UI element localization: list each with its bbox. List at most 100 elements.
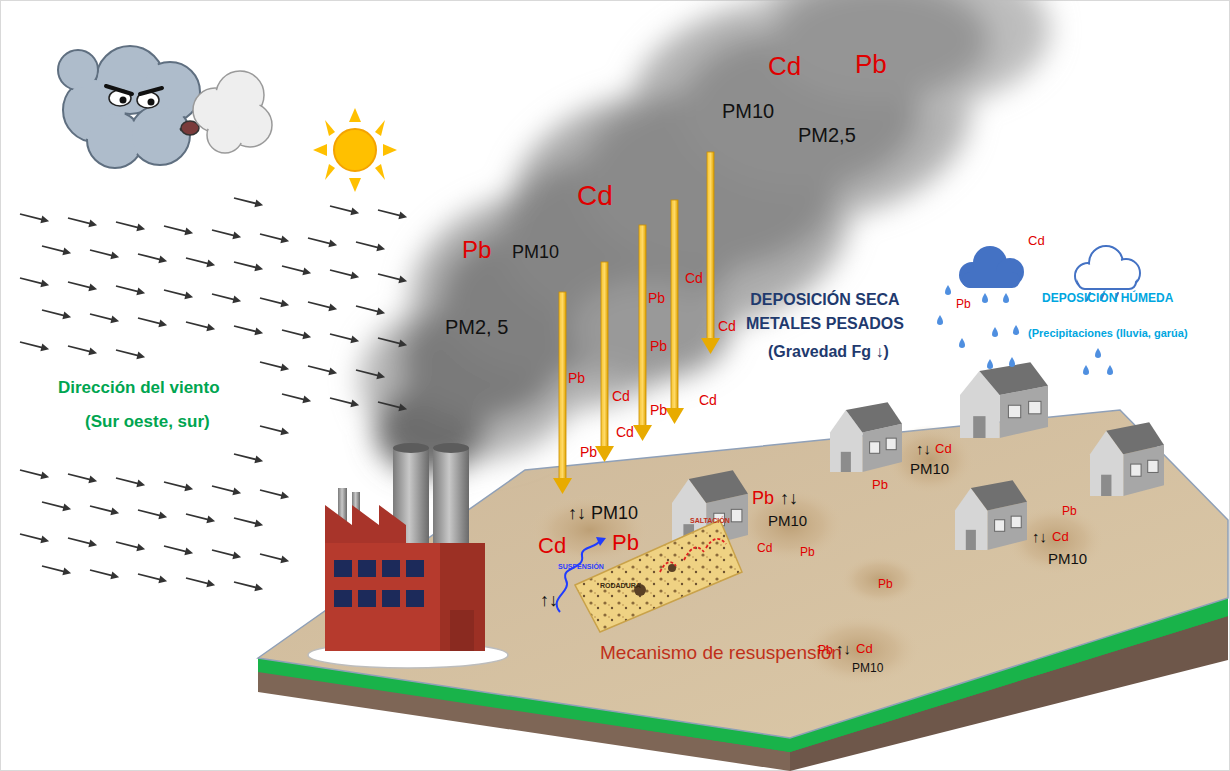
wind-arrow: [137, 314, 168, 329]
wind-arrow: [89, 566, 120, 581]
wind-arrow: [281, 326, 312, 341]
wind-arrow: [185, 510, 216, 525]
wind-label: (Sur oeste, sur): [85, 412, 210, 432]
wind-arrow: [163, 222, 194, 237]
wind-arrow: [281, 262, 312, 277]
wind-label: Dirección del viento: [58, 378, 220, 398]
house-icon: [960, 362, 1048, 438]
rain-drop: [992, 327, 998, 337]
flux-symbol: ↑↓: [916, 440, 931, 457]
rain-drop: [1083, 365, 1089, 375]
house-icon: [955, 480, 1027, 550]
wind-arrow: [67, 278, 98, 293]
wind-arrow: [329, 266, 360, 281]
wind-arrow: [355, 366, 386, 381]
wind-arrow: [233, 322, 264, 337]
wind-arrow: [259, 358, 290, 373]
wind-arrow: [307, 362, 338, 377]
dry-deposition-arrows: [553, 152, 720, 494]
metal-label: Pb: [612, 530, 639, 555]
wind-cloud-character: [58, 46, 272, 168]
wind-arrow: [259, 230, 290, 245]
mechanism-label: RODADURA: [600, 582, 641, 590]
wind-arrow: [41, 306, 72, 321]
wind-arrow: [307, 234, 338, 249]
wind-arrow: [211, 482, 242, 497]
wind-arrow: [19, 530, 50, 545]
flux-symbol: ↑↓: [836, 640, 851, 657]
wind-arrow: [89, 246, 120, 261]
wind-arrow: [67, 534, 98, 549]
rain-drop: [987, 359, 993, 369]
flux-symbol: ↑↓: [780, 488, 798, 509]
wind-arrow: [137, 570, 168, 585]
rain-drop: [1013, 325, 1019, 335]
metal-label: Pb: [568, 370, 585, 386]
wind-arrow: [329, 202, 360, 217]
process-title: DEPOSICIÓN HÚMEDA: [1042, 292, 1173, 306]
wind-arrow: [67, 342, 98, 357]
metal-label: Pb: [878, 578, 893, 592]
metal-label: Pb: [462, 236, 491, 264]
metal-label: Cd: [616, 424, 634, 440]
metal-label: Pb: [872, 478, 888, 493]
particle-label: PM2,5: [798, 124, 856, 147]
metal-label: Cd: [935, 442, 952, 457]
wind-arrow: [233, 514, 264, 529]
particle-label: PM10: [512, 242, 559, 263]
rain-drop: [1003, 293, 1009, 303]
smoke-plume: [360, 0, 1050, 475]
rain-drop: [982, 293, 988, 303]
process-title: DEPOSICIÓN SECA METALES PESADOS: [735, 288, 915, 336]
metal-label: Pb: [650, 338, 667, 354]
wind-arrow: [115, 282, 146, 297]
metal-label: Cd: [577, 180, 613, 212]
wind-arrow: [115, 538, 146, 553]
metal-label: Cd: [856, 642, 873, 657]
rain-drop: [1009, 357, 1015, 367]
wind-arrow: [41, 498, 72, 513]
factory-icon: [308, 443, 508, 668]
wind-arrow: [185, 318, 216, 333]
particle-label: PM10: [910, 460, 949, 477]
wind-arrow: [259, 422, 290, 437]
metal-label: Pb: [956, 298, 971, 312]
wind-arrow: [163, 286, 194, 301]
metal-label: Pb: [648, 290, 665, 306]
metal-label: Cd: [685, 270, 703, 286]
wind-arrow: [41, 242, 72, 257]
metal-label: Pb: [818, 644, 833, 658]
wind-arrow: [137, 506, 168, 521]
particle-label: ↑↓ PM10: [568, 503, 638, 524]
wind-arrow: [19, 274, 50, 289]
metal-label: Pb: [855, 50, 887, 80]
wind-arrow: [355, 302, 386, 317]
ground-slab: [258, 410, 1228, 771]
particle-label: PM10: [768, 512, 807, 529]
wind-arrow: [259, 486, 290, 501]
metal-label: Cd: [612, 388, 630, 404]
process-note: (Precipitaciones (lluvia, garúa): [1028, 327, 1188, 340]
wind-arrow: [115, 346, 146, 361]
wind-arrow: [115, 474, 146, 489]
resuspension-soil-inset: [557, 520, 742, 632]
wind-arrow: [259, 294, 290, 309]
metal-label: Cd: [1028, 234, 1045, 249]
houses: [672, 362, 1164, 550]
rain-drop: [1095, 348, 1101, 358]
wind-arrow: [185, 574, 216, 589]
metal-label: Pb: [580, 444, 597, 460]
particle-label: PM10: [722, 100, 774, 123]
metal-label: Pb: [800, 546, 815, 560]
wind-arrow: [233, 578, 264, 593]
wind-arrow: [89, 502, 120, 517]
metal-label: Pb: [650, 402, 667, 418]
wind-arrow: [377, 398, 408, 413]
wind-arrow: [115, 218, 146, 233]
wind-arrow: [281, 390, 312, 405]
wind-arrow: [259, 550, 290, 565]
rain-drop: [959, 338, 965, 348]
process-note: (Gravedad Fg ↓): [768, 343, 889, 361]
